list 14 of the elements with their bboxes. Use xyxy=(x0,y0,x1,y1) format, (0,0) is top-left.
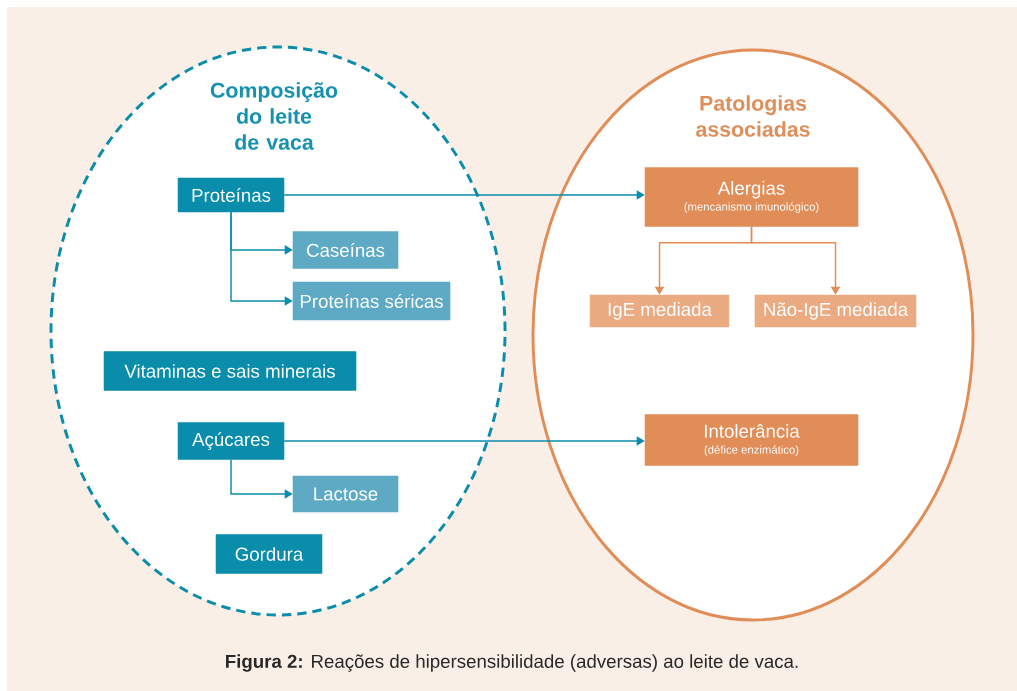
box: Gordura xyxy=(215,534,323,574)
box: IgE mediada xyxy=(589,294,730,328)
box: Não-IgE mediada xyxy=(754,294,917,328)
box: Intolerância (défice enzimático) xyxy=(644,414,859,466)
box: Lactose xyxy=(292,475,399,513)
caption: Figura 2: Reações de hipersensibilidade (adversas) ao leite de vaca. xyxy=(226,654,798,672)
box: Vitaminas e sais minerais xyxy=(103,351,357,391)
box: Alergias (mencanismo imunológico) xyxy=(644,167,859,227)
box: Proteínas séricas xyxy=(292,281,451,321)
heading: Composição do leite de vaca xyxy=(210,82,338,150)
box: Proteínas xyxy=(177,177,285,213)
box: Açúcares xyxy=(177,422,285,460)
heading: Patologias associadas xyxy=(696,95,810,137)
box: Caseínas xyxy=(292,231,399,269)
